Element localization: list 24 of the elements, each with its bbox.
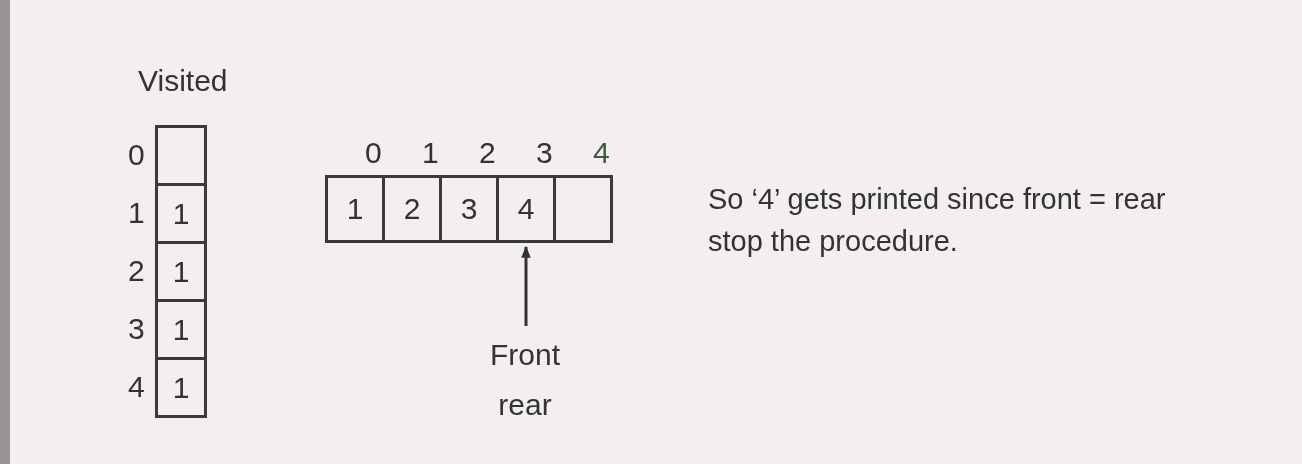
array-cell: 1 [155, 357, 207, 418]
index-number: 0 [365, 138, 382, 168]
index-number: 0 [128, 140, 145, 170]
explanation-text: So ‘4’ gets printed since front = rear stop the procedure. [708, 182, 1167, 260]
index-number: 3 [128, 314, 145, 344]
index-number: 2 [479, 138, 496, 168]
index-number: 4 [593, 138, 610, 168]
index-number: 3 [536, 138, 553, 168]
empty-array-cell [155, 125, 207, 186]
array-cell: 2 [382, 175, 442, 243]
array-cell: 1 [325, 175, 385, 243]
array-cell: 3 [439, 175, 499, 243]
array-cell: 4 [496, 175, 556, 243]
pointer-label: Front rear [480, 330, 570, 430]
array-cell: 1 [155, 299, 207, 360]
array-cell: 1 [155, 183, 207, 244]
index-number: 1 [422, 138, 439, 168]
array-cell: 1 [155, 241, 207, 302]
index-number: 4 [128, 372, 145, 402]
empty-array-cell [553, 175, 613, 243]
index-number: 1 [128, 198, 145, 228]
arrow [521, 245, 531, 326]
index-number: 2 [128, 256, 145, 286]
array-title: Visited [138, 66, 228, 96]
